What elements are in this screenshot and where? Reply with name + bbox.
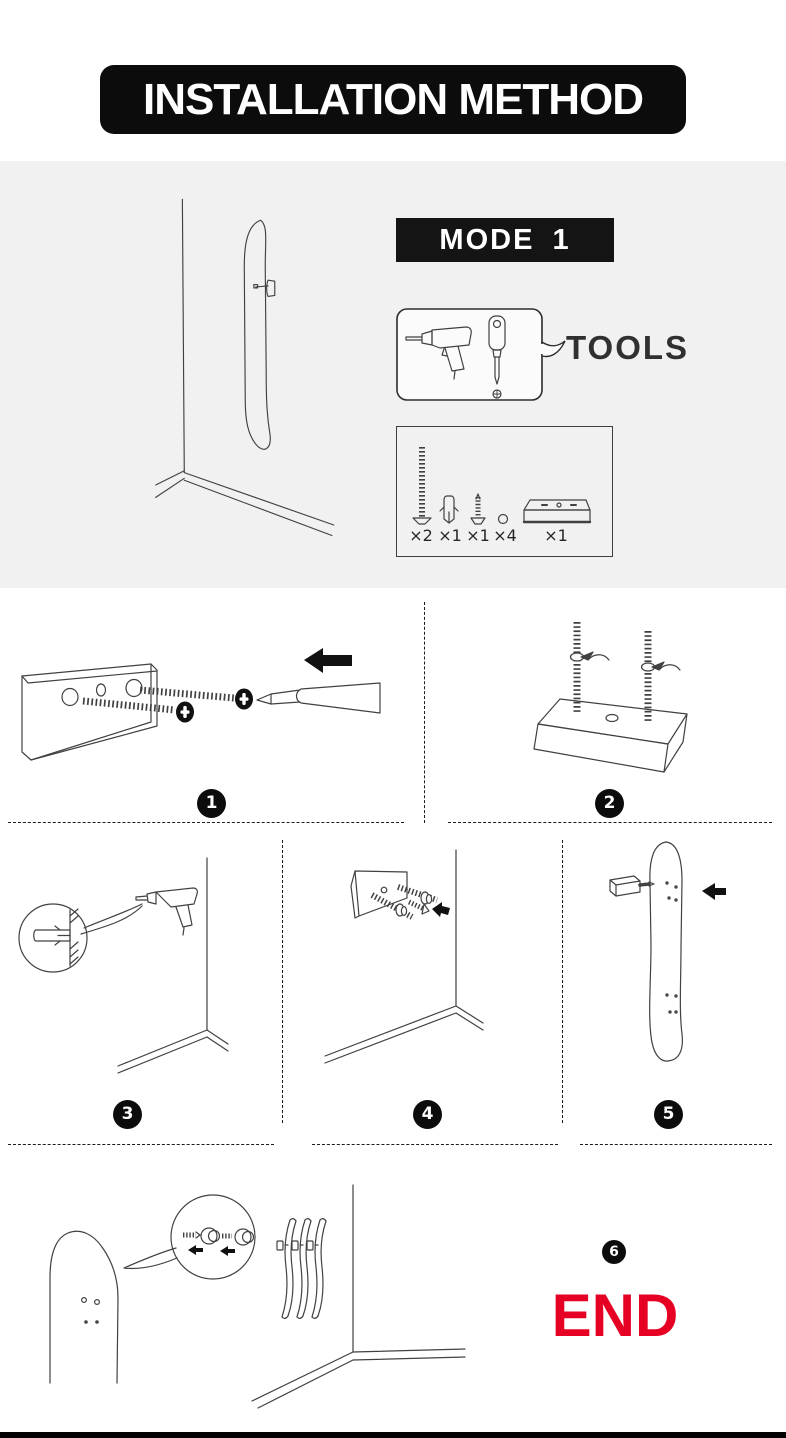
qty-long-screw: ×2 <box>409 526 433 545</box>
arrow-left-icon <box>702 883 726 900</box>
screw-icon <box>407 899 430 915</box>
qty-wall-anchor: ×1 <box>438 526 462 545</box>
threaded-rod-icon <box>573 622 652 723</box>
parts-panel: ×2 ×1 ×1 ×4 ×1 <box>396 426 613 557</box>
qty-nut: ×4 <box>493 526 517 545</box>
drill-icon <box>135 887 198 936</box>
wall-decks <box>276 1218 327 1319</box>
magnifier-circle <box>18 903 88 973</box>
step-number-6: 6 <box>602 1240 626 1264</box>
arrow-left-icon <box>432 902 450 917</box>
threaded-rod-icon <box>82 686 235 714</box>
arrow-left-small-icon <box>188 1245 203 1255</box>
mode-heading: MODE 1 <box>396 218 614 262</box>
step2-illustration <box>533 622 688 773</box>
page-title-text: INSTALLATION METHOD <box>143 74 644 124</box>
divider-vertical <box>282 840 283 1123</box>
mode-heading-text: MODE 1 <box>439 223 571 256</box>
bubble-tail <box>541 340 566 358</box>
skateboard-deck <box>49 1230 119 1384</box>
phillips-head-icon <box>176 688 253 723</box>
step5-illustration <box>609 841 726 1062</box>
divider-horizontal <box>8 822 404 823</box>
short-screw-icon <box>470 493 486 525</box>
step-number-3: 3 <box>113 1100 142 1129</box>
screwdriver-icon <box>488 315 506 399</box>
arrow-left-icon <box>304 648 352 673</box>
screw-icons <box>183 1231 232 1239</box>
screwdriver-icon <box>256 682 381 714</box>
page-title: INSTALLATION METHOD <box>100 65 686 134</box>
tools-bubble <box>396 308 566 401</box>
skateboard-deck <box>649 841 683 1062</box>
divider-horizontal <box>312 1144 558 1145</box>
nut-and-screw-icons <box>200 1227 255 1246</box>
truck-hole-dots <box>665 881 678 1014</box>
step1-illustration <box>21 648 381 761</box>
step-number-4: 4 <box>413 1100 442 1129</box>
magnifier-circle <box>170 1194 256 1280</box>
step3-illustration <box>18 857 229 1074</box>
divider-horizontal <box>448 822 772 823</box>
tools-label: TOOLS <box>566 329 690 366</box>
divider-vertical <box>562 840 563 1123</box>
divider-horizontal <box>8 1144 274 1145</box>
rotate-arrow-icon <box>580 651 681 671</box>
hex-nut-icon <box>395 891 433 917</box>
divider-horizontal <box>580 1144 772 1145</box>
deck-on-wall-illustration <box>155 198 335 537</box>
drill-icon <box>405 326 472 380</box>
step-number-5: 5 <box>654 1100 683 1129</box>
step-number-2: 2 <box>595 789 624 818</box>
nut-icon <box>497 513 509 525</box>
qty-short-screw: ×1 <box>466 526 490 545</box>
bottom-bar <box>0 1432 786 1438</box>
step4-illustration <box>324 849 484 1064</box>
divider-vertical <box>424 602 425 823</box>
mount-block-icon <box>522 499 592 524</box>
end-label: END <box>551 1282 679 1349</box>
wall-mount-bracket-icon <box>609 875 641 897</box>
wall-anchor-icon <box>33 925 71 946</box>
qty-mount-block: ×1 <box>544 526 568 545</box>
arrow-left-small-icon <box>220 1246 235 1256</box>
mount-block-icon <box>350 870 408 919</box>
step-number-1: 1 <box>197 789 226 818</box>
parts-icons <box>412 447 592 525</box>
mode-panel: MODE 1 TO <box>0 161 786 588</box>
long-screw-icon <box>412 447 432 525</box>
step6-illustration <box>49 1184 466 1409</box>
wall-anchor-icon <box>439 495 459 524</box>
wall-mount-bracket-icon <box>253 279 276 297</box>
